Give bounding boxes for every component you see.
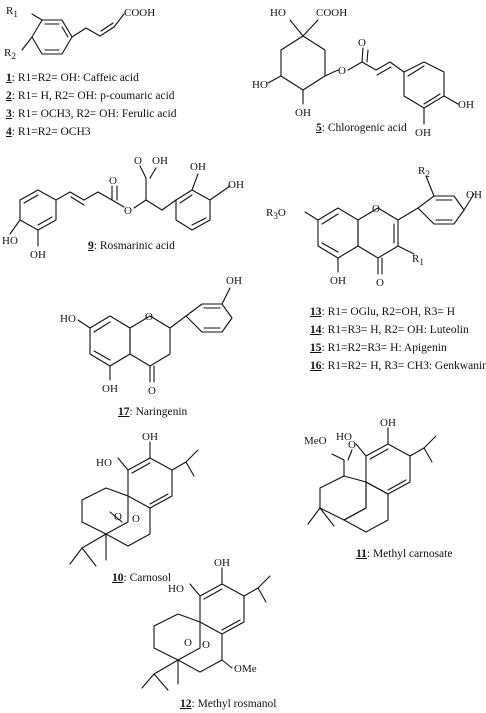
naringenin-ho-label: HO bbox=[60, 313, 76, 325]
flavone-r3o-label: R3O bbox=[266, 207, 286, 221]
naringenin-oh-top-label: OH bbox=[226, 275, 242, 287]
compound-4-label: 4: R1=R2= OCH3 bbox=[6, 126, 91, 138]
chlorogenic-ester-o-label: O bbox=[338, 65, 346, 77]
carnosol-structure: HO OH O O bbox=[69, 431, 199, 567]
cinnamic-cooh-label: COOH bbox=[124, 7, 155, 19]
cinnamic-r1-label: R1 bbox=[6, 5, 18, 19]
rosmarinic-acid-o-label: O bbox=[134, 155, 142, 167]
carnosol-o2-label: O bbox=[132, 513, 140, 525]
rosmarinic-ring-oh1-label: OH bbox=[190, 161, 206, 173]
methyl-rosmanol-ome-label: OMe bbox=[234, 663, 257, 675]
rosmarinic-ester-o-label: O bbox=[124, 205, 132, 217]
cinnamic-r2-label: R2 bbox=[4, 47, 16, 61]
chlorogenic-ho-top-label: HO bbox=[270, 7, 286, 19]
rosmarinic-oh-label: OH bbox=[30, 249, 46, 261]
compound-11-label: 11: Methyl carnosate bbox=[356, 548, 453, 560]
rosmarinic-carbonyl-o-label: O bbox=[109, 175, 117, 187]
flavone-r1-label: R1 bbox=[412, 253, 424, 267]
chlorogenic-ho-left-label: HO bbox=[252, 79, 268, 91]
flavone-oh-ring-label: OH bbox=[466, 189, 482, 201]
methyl-carnosate-oh-label: OH bbox=[380, 417, 396, 429]
naringenin-structure: HO O OH O OH bbox=[60, 275, 242, 397]
naringenin-carbonyl-o-label: O bbox=[148, 385, 156, 397]
compound-3-label: 3: R1= OCH3, R2= OH: Ferulic acid bbox=[6, 108, 177, 120]
rosmarinic-ho-label: HO bbox=[2, 235, 18, 247]
carnosol-oh-label: OH bbox=[142, 431, 158, 443]
chlorogenic-oh-ring-right-label: OH bbox=[458, 99, 474, 111]
methyl-rosmanol-oh-label: OH bbox=[214, 557, 230, 569]
cinnamic-acid-structure: COOH R1 R2 bbox=[4, 5, 155, 61]
chlorogenic-oh-ring-bottom-label: OH bbox=[415, 127, 431, 139]
compound-12-label: 12: Methyl rosmanol bbox=[180, 698, 277, 710]
compound-10-label: 10: Carnosol bbox=[112, 572, 172, 584]
compound-16-label: 16: R1=R2= H, R3= CH3: Genkwanin bbox=[310, 360, 486, 372]
compound-2-label: 2: R1= H, R2= OH: p-coumaric acid bbox=[6, 90, 175, 102]
compound-5-label: 5: Chlorogenic acid bbox=[316, 122, 407, 134]
naringenin-ring-o-label: O bbox=[145, 311, 153, 323]
chlorogenic-cooh-label: COOH bbox=[316, 7, 347, 19]
compound-15-label: 15: R1=R2=R3= H: Apigenin bbox=[310, 342, 447, 354]
flavone-ring-o-label: O bbox=[372, 203, 380, 215]
methyl-rosmanol-o1-label: O bbox=[184, 637, 192, 649]
methyl-rosmanol-ho-label: HO bbox=[168, 583, 184, 595]
methyl-rosmanol-o2-label: O bbox=[202, 639, 210, 651]
methyl-carnosate-o-label: O bbox=[348, 439, 356, 451]
methyl-rosmanol-structure: HO OH O O OMe bbox=[141, 557, 271, 691]
rosmarinic-acid-structure: HO OH O O O OH OH OH bbox=[2, 155, 244, 261]
flavone-r2-label: R2 bbox=[418, 165, 430, 179]
compound-9-label: 9: Rosmarinic acid bbox=[88, 240, 175, 252]
flavone-oh-label: OH bbox=[330, 275, 346, 287]
chlorogenic-acid-structure: COOH HO HO OH O O OH OH bbox=[252, 7, 474, 139]
methyl-carnosate-meo-label: MeO bbox=[304, 435, 327, 447]
methyl-carnosate-structure: MeO O HO OH bbox=[304, 417, 437, 533]
carnosol-o1-label: O bbox=[114, 511, 122, 523]
rosmarinic-ring-oh2-label: OH bbox=[228, 179, 244, 191]
compound-13-label: 13: R1= OGlu, R2=OH, R3= H bbox=[310, 306, 456, 318]
compound-17-label: 17: Naringenin bbox=[118, 406, 188, 418]
carnosol-ho-label: HO bbox=[96, 457, 112, 469]
methyl-carnosate-ho-label: HO bbox=[336, 431, 352, 443]
flavone-structure: R3O O OH O R1 R2 OH bbox=[266, 165, 482, 289]
compound-14-label: 14: R1=R3= H, R2= OH: Luteolin bbox=[310, 324, 469, 336]
naringenin-oh-bottom-label: OH bbox=[102, 383, 118, 395]
rosmarinic-acid-oh-label: OH bbox=[152, 155, 168, 167]
chlorogenic-oh-bottom-label: OH bbox=[295, 107, 311, 119]
flavone-carbonyl-o-label: O bbox=[376, 277, 384, 289]
chlorogenic-carbonyl-o-label: O bbox=[358, 37, 366, 49]
compound-1-label: 1: R1=R2= OH: Caffeic acid bbox=[6, 72, 139, 84]
